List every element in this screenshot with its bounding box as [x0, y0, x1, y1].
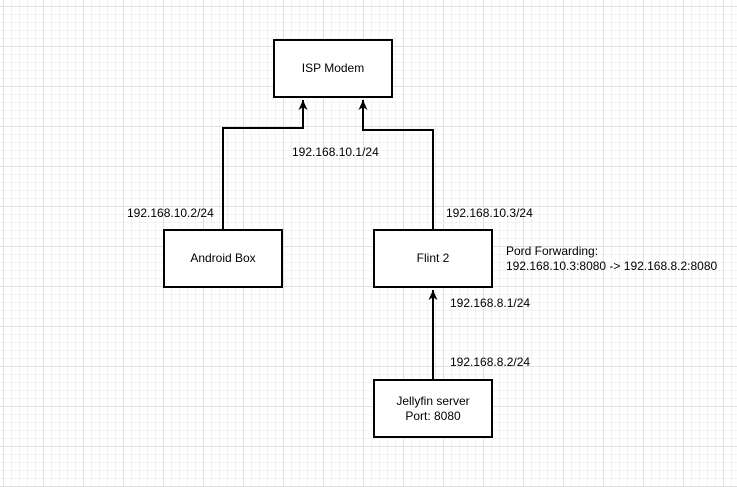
port-forwarding-rule: 192.168.10.3:8080 -> 192.168.8.2:8080: [506, 259, 718, 273]
node-jellyfin-server[interactable]: Jellyfin server Port: 8080: [373, 379, 493, 438]
node-label: ISP Modem: [301, 61, 365, 75]
edge-label-modem-lan-ip[interactable]: 192.168.10.1/24: [292, 145, 379, 159]
node-android-box[interactable]: Android Box: [163, 229, 283, 288]
edge-android-to-modem[interactable]: [222, 100, 308, 229]
edge-label-jellyfin-ip[interactable]: 192.168.8.2/24: [450, 355, 531, 369]
node-label: Android Box: [190, 251, 256, 265]
edge-label-android-ip[interactable]: 192.168.10.2/24: [127, 206, 214, 220]
port-forwarding-title: Pord Forwarding:: [506, 244, 599, 258]
edge-label-flint-wan-ip[interactable]: 192.168.10.3/24: [446, 206, 533, 220]
node-isp-modem[interactable]: ISP Modem: [273, 39, 393, 98]
node-sublabel: Port: 8080: [405, 408, 461, 423]
node-flint-2[interactable]: Flint 2: [373, 229, 493, 288]
edge-label-flint-lan-ip[interactable]: 192.168.8.1/24: [450, 296, 531, 310]
node-label: Flint 2: [416, 251, 450, 265]
port-forwarding-note[interactable]: Pord Forwarding: 192.168.10.3:8080 -> 19…: [506, 244, 717, 274]
edge-flint-to-modem[interactable]: [358, 100, 434, 229]
node-label: Jellyfin server: [396, 393, 470, 408]
